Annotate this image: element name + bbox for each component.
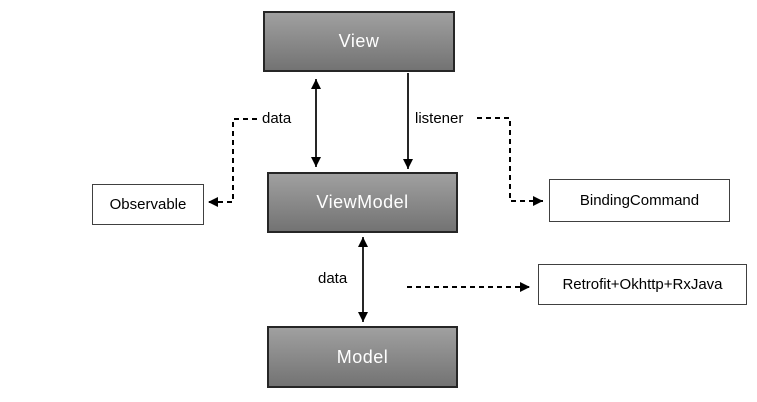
observable-node: Observable xyxy=(92,184,204,225)
model-node: Model xyxy=(267,326,458,388)
listener-to-bindingcommand-arrow xyxy=(477,117,543,206)
data-to-observable-arrow xyxy=(208,118,257,207)
observable-node-label: Observable xyxy=(109,196,187,213)
network-node: Retrofit+Okhttp+RxJava xyxy=(538,264,747,305)
edge-label-data-bottom: data xyxy=(318,270,348,287)
bindingcommand-node-label: BindingCommand xyxy=(579,192,700,209)
network-node-label: Retrofit+Okhttp+RxJava xyxy=(562,276,723,293)
model-node-label: Model xyxy=(336,346,389,367)
view-node: View xyxy=(263,11,455,72)
bindingcommand-node: BindingCommand xyxy=(549,179,730,222)
viewmodel-node-label: ViewModel xyxy=(316,192,409,212)
edge-label-data-top: data xyxy=(262,110,292,127)
viewmodel-node: ViewModel xyxy=(267,172,458,233)
view-node-label: View xyxy=(338,31,380,51)
edge-label-listener: listener xyxy=(415,110,464,127)
